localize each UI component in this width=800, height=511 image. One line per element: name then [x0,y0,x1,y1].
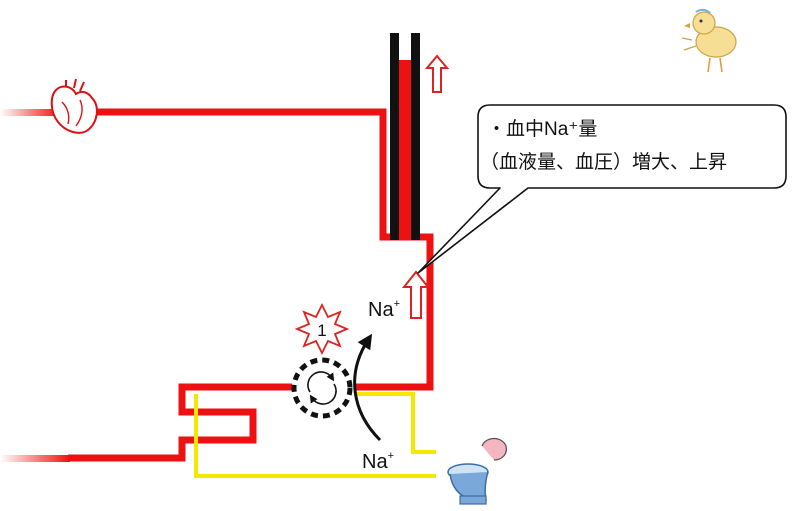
na-top-base: Na [368,299,394,321]
callout-bubble: ・血中Na⁺量 （血液量、血圧）増大、上昇 [417,104,787,274]
na-bottom-base: Na [362,451,388,473]
svg-text:Na+: Na+ [368,298,400,321]
toilet-icon [447,437,508,505]
burst-number: 1 [317,321,326,340]
up-arrow-icon [401,270,431,319]
pump-cycle-icon [291,357,353,419]
na-transport-arrow [353,333,382,442]
na-top-sup: + [394,298,400,310]
heart-icon [50,78,98,134]
svg-text:Na+: Na+ [362,450,394,473]
pressure-column [390,33,420,240]
burst-icon: 1 [294,302,350,356]
na-ion-bottom: Na+ [362,450,394,473]
lower-vessel [0,383,292,462]
tubule [194,392,436,478]
chick-icon [681,8,737,73]
callout-line-2: （血液量、血圧）増大、上昇 [480,151,727,173]
na-bottom-sup: + [388,450,394,462]
na-ion-top: Na+ [368,298,400,321]
up-arrow-icon [424,54,450,93]
callout-line-1: ・血中Na⁺量 [487,118,597,140]
